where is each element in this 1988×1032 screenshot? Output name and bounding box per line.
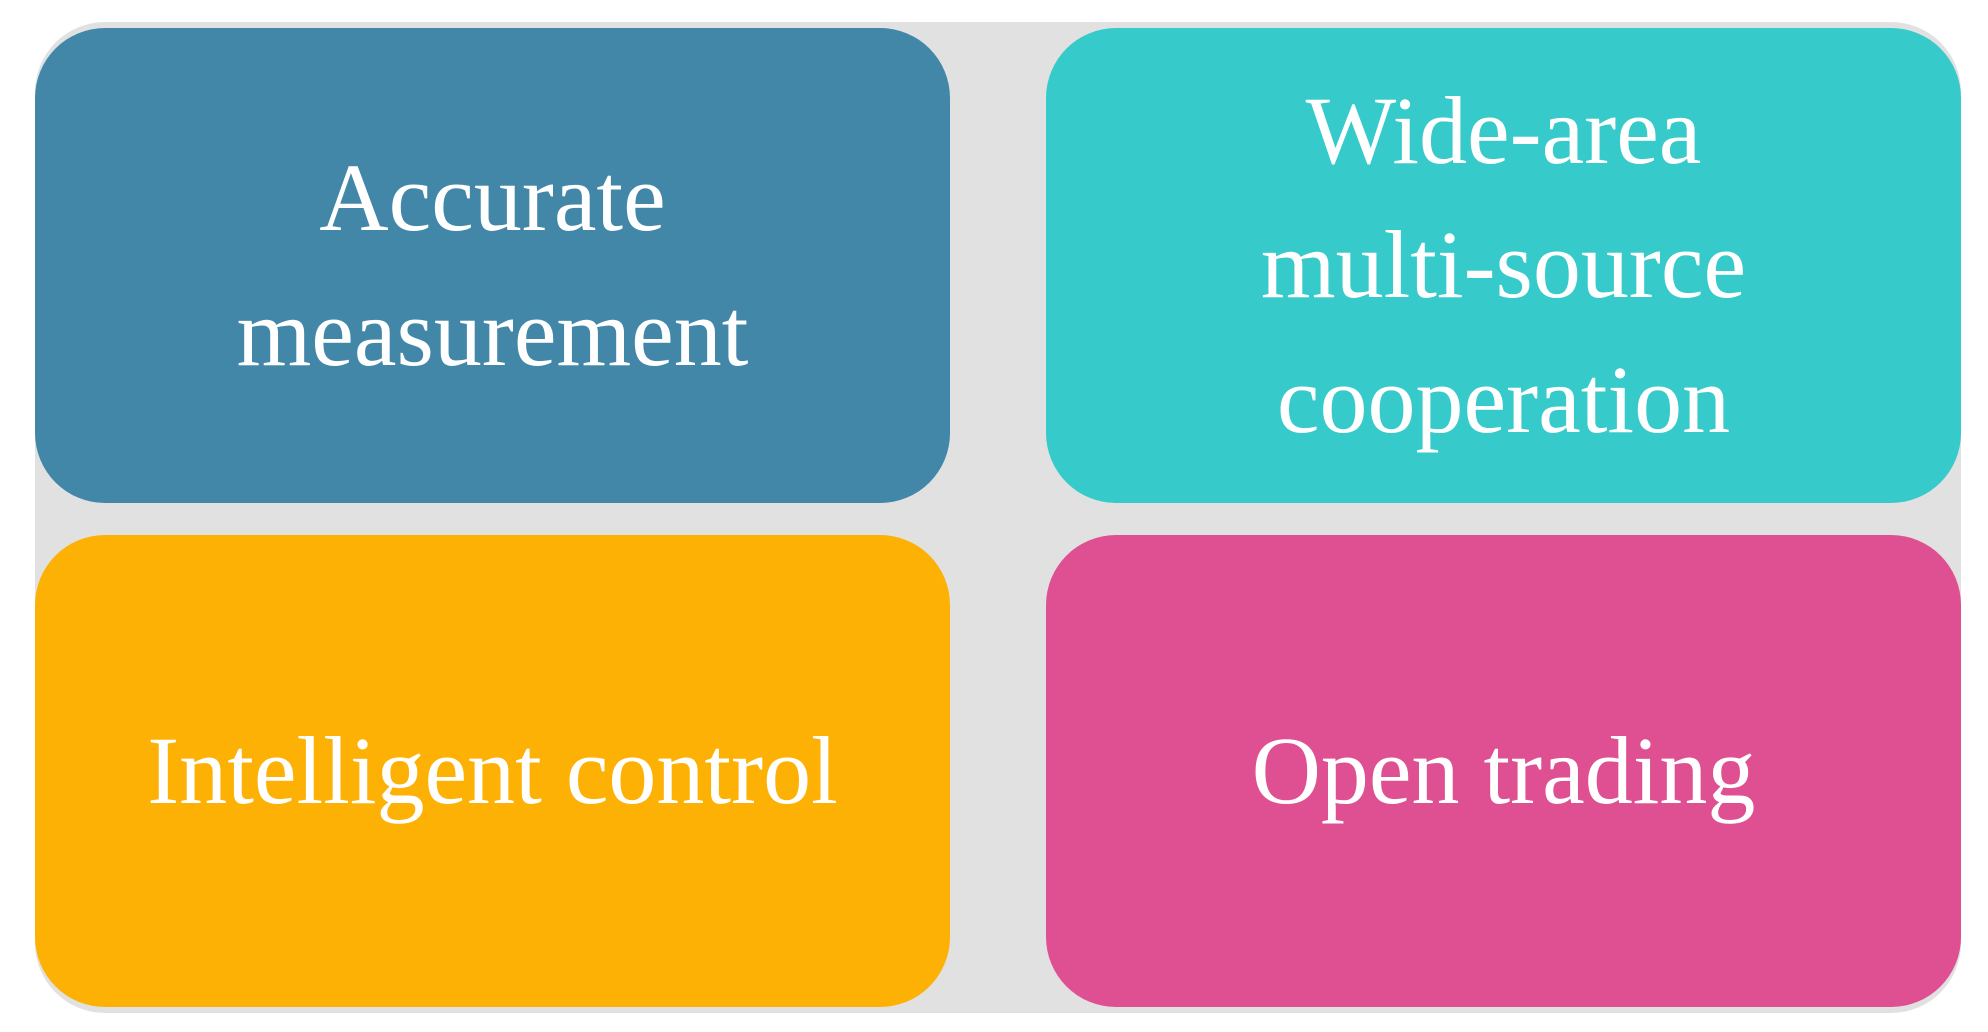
box-intelligent-control: Intelligent control: [35, 535, 950, 1007]
box-open-trading: Open trading: [1046, 535, 1961, 1007]
box-label-line: Intelligent control: [147, 716, 838, 824]
box-label-line: cooperation: [1276, 345, 1731, 453]
box-label-line: Wide-area: [1305, 76, 1702, 184]
box-accurate-measurement: Accurate measurement: [35, 28, 950, 503]
box-label-line: multi-source: [1260, 211, 1747, 319]
box-label-line: measurement: [236, 278, 749, 386]
box-label-line: Open trading: [1251, 716, 1756, 824]
box-wide-area-multi-source-cooperation: Wide-area multi-source cooperation: [1046, 28, 1961, 503]
box-label-line: Accurate: [319, 144, 666, 252]
